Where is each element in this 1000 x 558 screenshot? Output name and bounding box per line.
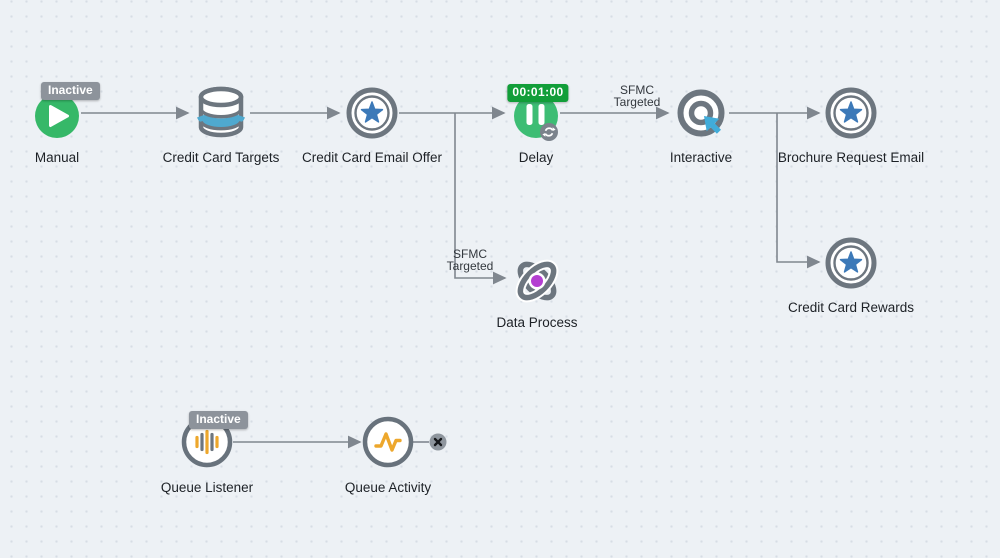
database-icon [196,86,246,138]
delay-timer-badge: 00:01:00 [507,84,569,102]
play-icon [35,94,79,138]
node-delay[interactable] [505,85,567,147]
activity-pulse-icon [362,416,414,468]
star-ring-icon [825,237,877,289]
atom-icon [515,259,559,303]
refresh-icon [540,123,558,141]
status-badge-manual: Inactive [41,82,100,100]
node-label-interactive: Interactive [669,150,733,165]
node-credit-card-targets[interactable] [192,83,250,141]
cursor-icon [704,116,721,134]
node-label-queue-listener: Queue Listener [160,480,254,495]
node-label-data-process: Data Process [496,315,578,330]
node-label-delay: Delay [518,150,554,165]
node-queue-activity[interactable] [360,414,416,470]
star-ring-icon [825,87,877,139]
edge-label-sfmc-targeted-lower: SFMC Targeted [446,247,494,273]
edge-label-sfmc-targeted-upper: SFMC Targeted [613,83,661,109]
close-icon [429,433,447,451]
target-cursor-icon [677,89,725,137]
node-manual[interactable] [33,92,81,140]
node-brochure-request-email[interactable] [823,85,879,141]
node-data-process[interactable] [506,250,568,312]
delete-badge-queue-activity[interactable] [429,433,447,451]
node-label-credit-card-email-offer: Credit Card Email Offer [301,150,443,165]
node-interactive[interactable] [672,84,730,142]
star-ring-icon [346,87,398,139]
node-label-brochure-request-email: Brochure Request Email [777,150,925,165]
node-label-manual: Manual [34,150,80,165]
edge-interactive-rewards [776,113,821,269]
pause-icon [514,94,558,141]
node-label-credit-card-rewards: Credit Card Rewards [787,300,915,315]
node-credit-card-rewards[interactable] [823,235,879,291]
status-badge-queue-listener: Inactive [189,411,248,429]
node-credit-card-email-offer[interactable] [344,85,400,141]
node-label-credit-card-targets: Credit Card Targets [162,150,280,165]
node-label-queue-activity: Queue Activity [344,480,432,495]
